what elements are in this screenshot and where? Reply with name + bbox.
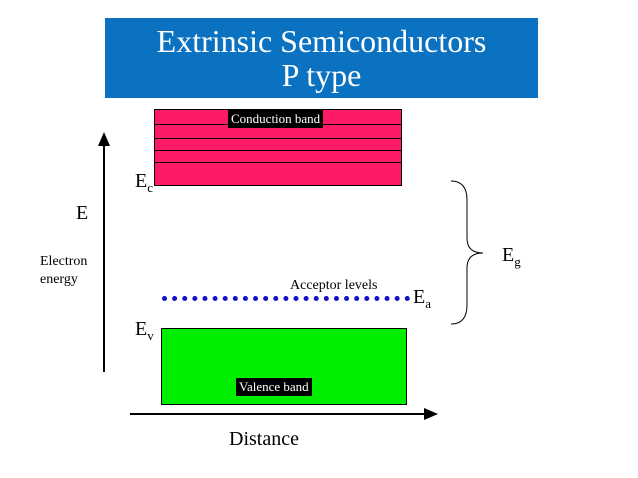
eg-subscript: g: [514, 254, 521, 269]
eg-symbol: E: [502, 244, 515, 266]
energy-axis-label-line-2: energy: [40, 272, 78, 287]
ea-symbol: E: [413, 286, 426, 308]
ec-symbol: E: [135, 170, 148, 192]
ec-subscript: c: [147, 180, 153, 195]
distance-axis-label: Distance: [229, 428, 299, 450]
energy-axis-symbol: E: [76, 202, 89, 224]
conduction-band-line: [155, 162, 401, 163]
conduction-band-line: [155, 150, 401, 151]
eg-label: Eg: [502, 244, 521, 270]
ev-label: Ev: [135, 318, 154, 344]
acceptor-level-line: [162, 296, 410, 301]
ec-label: Ec: [135, 170, 153, 196]
valence-band-label: Valence band: [236, 378, 312, 396]
acceptor-levels-label: Acceptor levels: [290, 278, 378, 293]
energy-gap-brace: [450, 180, 484, 325]
ea-subscript: a: [425, 296, 431, 311]
energy-axis-arrow: [98, 132, 110, 372]
ea-label: Ea: [413, 286, 431, 312]
conduction-band-label: Conduction band: [228, 110, 324, 128]
title-line-2: P type: [281, 57, 362, 93]
title-line-1: Extrinsic Semiconductors: [156, 23, 487, 59]
ev-symbol: E: [135, 318, 148, 340]
distance-axis-arrow: [130, 408, 438, 420]
title-banner: Extrinsic Semiconductors P type: [105, 18, 538, 98]
energy-axis-label-line-1: Electron: [40, 254, 88, 269]
ev-subscript: v: [147, 328, 154, 343]
conduction-band-line: [155, 138, 401, 139]
